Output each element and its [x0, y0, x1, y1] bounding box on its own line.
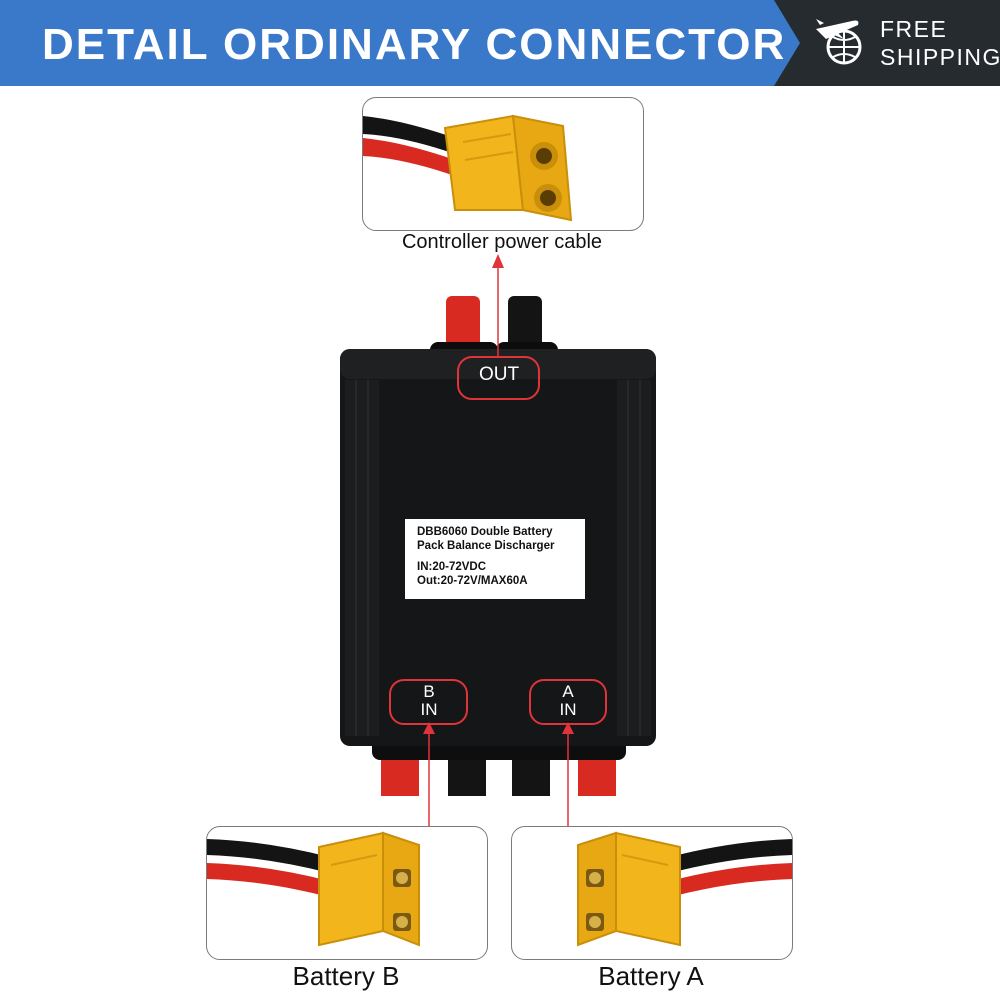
female-connector-illustration — [363, 114, 573, 222]
controller-cable-callout — [362, 97, 644, 231]
controller-cable-caption: Controller power cable — [401, 231, 603, 253]
battery-a-caption: Battery A — [598, 961, 704, 991]
port-b-letter: B — [423, 682, 435, 701]
spec-line-4: Out:20-72V/MAX60A — [417, 574, 528, 587]
battery-b-callout — [206, 826, 488, 960]
male-connector-b-illustration — [207, 831, 420, 947]
spec-line-2: Pack Balance Discharger — [417, 539, 555, 552]
banner-title-bar — [0, 0, 800, 86]
battery-a-callout — [511, 826, 793, 960]
a-arrow-head — [562, 722, 574, 734]
port-out-label: OUT — [478, 364, 520, 385]
fin-grooves — [355, 380, 641, 736]
port-b-label: B IN — [414, 683, 444, 719]
out-arrow-head — [492, 254, 504, 268]
plane-globe-icon — [816, 19, 862, 65]
right-fin-strip — [617, 380, 651, 736]
port-a-letter: A — [562, 682, 574, 701]
spec-line-3: IN:20-72VDC — [417, 561, 487, 573]
battery-b-caption: Battery B — [292, 961, 400, 991]
device-top-edge — [340, 349, 656, 379]
shipping-line-1: FREE — [880, 16, 948, 42]
b-arrow-head — [423, 722, 435, 734]
male-connector-a-illustration — [577, 831, 792, 947]
port-a-label: A IN — [553, 683, 583, 719]
left-fin-strip — [345, 380, 379, 736]
top-banner: DETAIL ORDINARY CONNECTOR FREE SHIPPING — [0, 0, 1000, 86]
device-spec-label: DBB6060 Double Battery Pack Balance Disc… — [405, 519, 585, 599]
port-b-in: IN — [420, 700, 438, 719]
spec-line-1: DBB6060 Double Battery — [417, 526, 553, 538]
banner-title: DETAIL ORDINARY CONNECTOR — [42, 20, 787, 69]
port-a-in: IN — [559, 700, 577, 719]
free-shipping-badge: FREE SHIPPING — [880, 15, 1000, 71]
shipping-line-2: SHIPPING — [880, 44, 1000, 70]
